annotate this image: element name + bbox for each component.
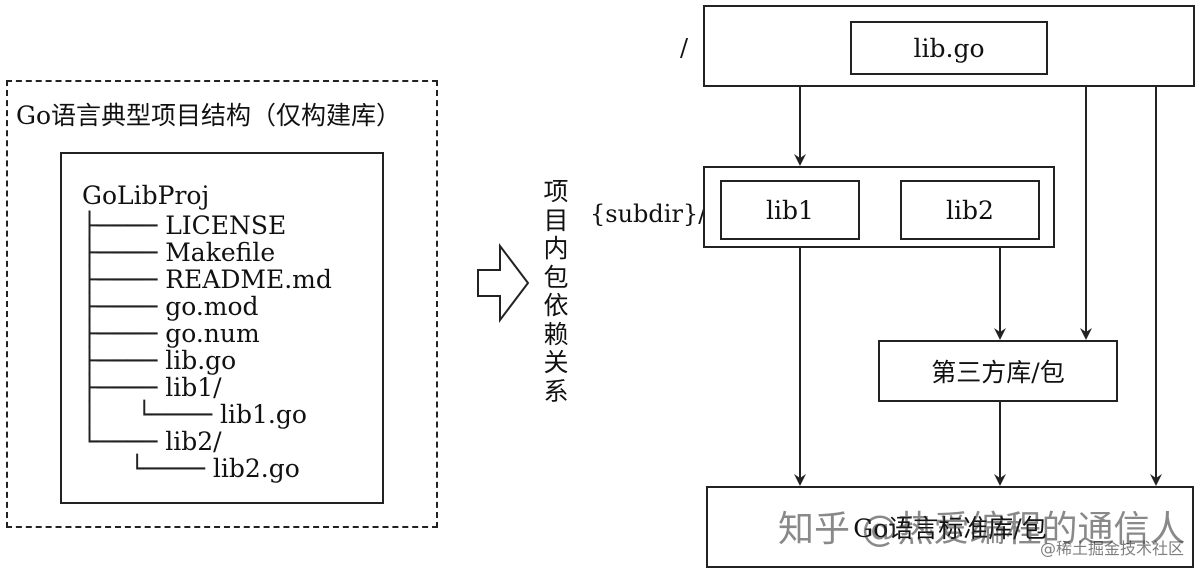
tree-item-lib1-go: │ └──── lib1.go [82,400,307,429]
root-file-box: lib.go [850,21,1048,75]
tree-item-lib2-go: └──── lib2.go [82,454,300,483]
tree-item-makefile: ├──── Makefile [82,238,276,267]
root-dir-label: / [680,34,689,62]
lib1-box: lib1 [720,180,860,240]
juejin-watermark: @稀土掘金技术社区 [1040,539,1185,558]
tree-item-lib1-dir: ├──── lib1/ [82,373,222,402]
subdir-label: {subdir}/ [590,200,707,228]
tree-item-go-mod: ├──── go.mod [82,292,259,321]
third-party-box: 第三方库/包 [878,340,1118,402]
transition-arrow-icon [477,243,530,323]
tree-item-readme: ├──── README.md [82,265,332,294]
file-tree-box [60,152,384,504]
lib2-box: lib2 [900,180,1040,240]
dependency-relation-label: 项 目 内 包 依 赖 关 系 [543,177,569,406]
tree-item-lib2-dir: └──── lib2/ [82,427,222,456]
tree-item-go-num: ├──── go.num [82,319,260,348]
project-structure-panel [6,80,438,528]
file-tree: ├──── LICENSE ├──── Makefile ├──── READM… [82,212,332,482]
project-structure-title: Go语言典型项目结构（仅构建库） [16,101,402,130]
tree-item-license: ├──── LICENSE [82,211,287,240]
zhihu-watermark: 知乎 @热爱编程的通信人 [778,509,1186,550]
stdlib-box: Go语言标准库/包 [706,486,1194,568]
tree-item-lib-go: ├──── lib.go [82,346,237,375]
tree-root: GoLibProj [82,181,210,210]
